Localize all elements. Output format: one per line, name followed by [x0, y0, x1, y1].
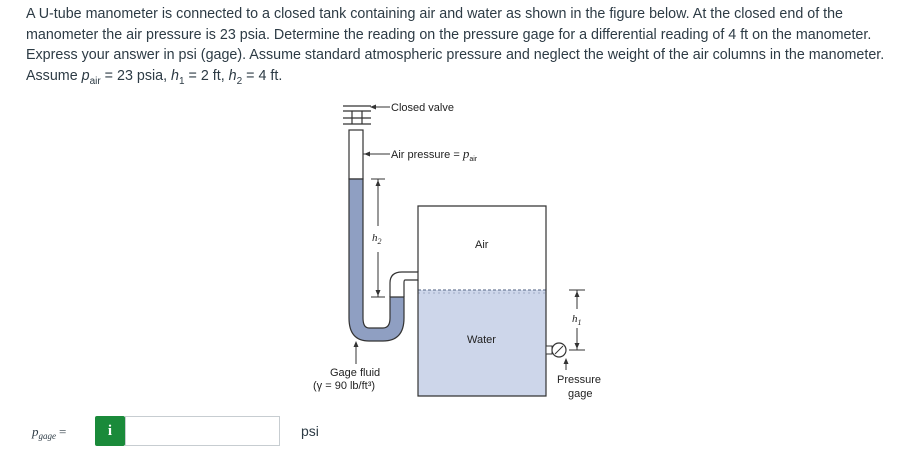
- pressure-gage-label-line2: gage: [568, 388, 592, 400]
- problem-paragraph: A U-tube manometer is connected to a clo…: [26, 4, 896, 92]
- h1-dimension: [569, 289, 585, 351]
- p-air-sub: air: [89, 75, 101, 87]
- answer-unit: psi: [301, 423, 319, 439]
- h1-symbol: h: [171, 67, 179, 84]
- h2-dimension: [371, 178, 385, 298]
- info-icon[interactable]: i: [95, 416, 125, 446]
- answer-row: pgage= i psi: [0, 414, 908, 448]
- right-tube-connector: [389, 271, 419, 297]
- p-air-symbol: p: [81, 67, 90, 84]
- u-tube-gage-fluid: [348, 178, 405, 342]
- air-pressure-label: Air pressure = pair: [391, 146, 478, 163]
- tank-water: [418, 290, 546, 396]
- gage-fluid-label-line1: Gage fluid: [330, 367, 380, 379]
- pressure-gage-label-line1: Pressure: [557, 374, 601, 386]
- h2-symbol: h: [228, 67, 237, 84]
- p-air-value: = 23 psia,: [100, 67, 172, 84]
- h1-sub: 1: [179, 75, 185, 87]
- closed-valve-label: Closed valve: [391, 102, 454, 114]
- left-tube-air: [348, 129, 364, 180]
- closed-valve-icon: [343, 105, 371, 125]
- pressure-gage-icon: [545, 342, 567, 358]
- h2-value: = 4 ft.: [242, 67, 283, 84]
- gage-arrowhead: [563, 358, 569, 364]
- tank-air-label: Air: [475, 239, 489, 251]
- problem-text: A U-tube manometer is connected to a clo…: [26, 6, 885, 84]
- answer-label: pgage=: [32, 424, 67, 441]
- closed-valve-arrowhead: [370, 104, 376, 110]
- h2-sub: 2: [236, 75, 243, 87]
- gage-fluid-label-line2: (γ = 90 lb/ft³): [313, 380, 375, 392]
- h1-label: h1: [572, 313, 582, 327]
- gage-fluid-arrowhead: [353, 341, 359, 347]
- h1-value: = 2 ft,: [184, 67, 229, 84]
- tank-water-label: Water: [467, 334, 496, 346]
- h2-label: h2: [372, 232, 382, 246]
- answer-input[interactable]: [125, 416, 280, 446]
- air-pressure-arrowhead: [364, 151, 370, 157]
- problem-statement: A U-tube manometer is connected to a clo…: [26, 4, 896, 92]
- tank-outline: [417, 205, 547, 397]
